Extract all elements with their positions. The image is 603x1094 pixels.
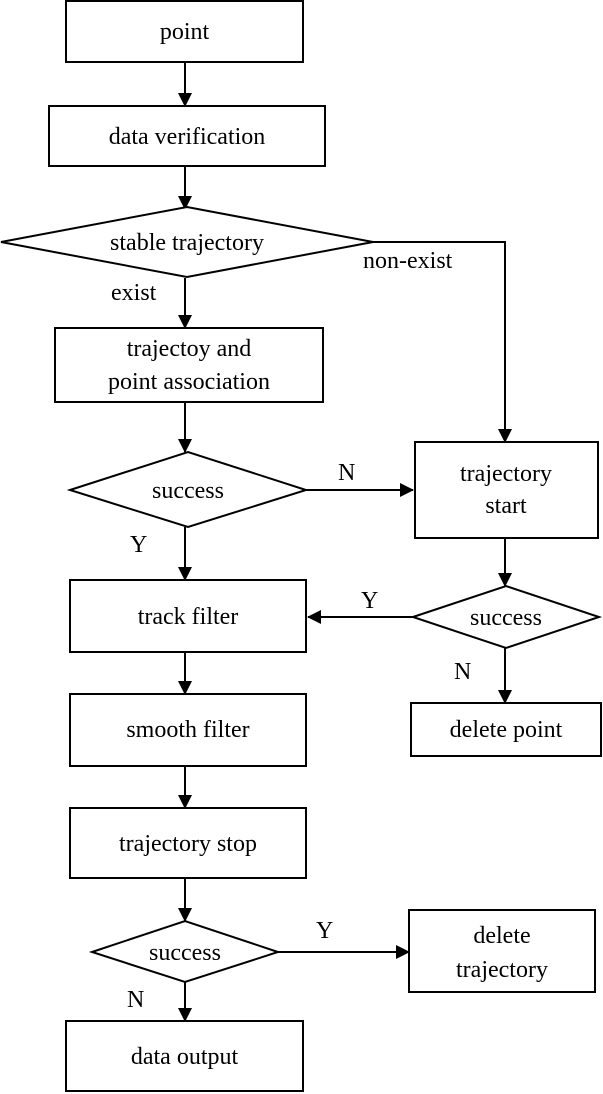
- node-success-start: success: [409, 584, 603, 650]
- node-association-label-line2: point association: [108, 369, 270, 395]
- node-point: point: [65, 0, 304, 63]
- node-success-association-label: success: [152, 478, 224, 504]
- node-data-verification-label: data verification: [109, 124, 266, 150]
- node-trajectory-start-label-line1: trajectory: [460, 461, 552, 487]
- edge-label-non-exist: non-exist: [363, 248, 453, 274]
- edge-label-assoc-yes: Y: [130, 532, 147, 558]
- edge-label-start-yes: Y: [361, 588, 378, 614]
- node-success-start-label: success: [470, 605, 542, 631]
- node-trajectory-start: trajectory start: [414, 441, 599, 539]
- node-smooth-filter: smooth filter: [69, 693, 307, 767]
- node-point-label: point: [160, 19, 210, 45]
- node-delete-point-label: delete point: [450, 717, 563, 743]
- node-delete-trajectory-label-line2: trajectory: [456, 957, 548, 983]
- edge-label-start-no: N: [454, 659, 471, 685]
- node-trajectory-start-label-line2: start: [485, 493, 527, 519]
- node-delete-trajectory: delete trajectory: [408, 909, 596, 993]
- node-data-output-label: data output: [131, 1044, 239, 1070]
- node-success-stop-label: success: [149, 940, 221, 966]
- node-trajectory-stop-label: trajectory stop: [119, 831, 257, 857]
- node-delete-trajectory-label-line1: delete: [473, 923, 530, 949]
- node-association-label-line1: trajectoy and: [127, 336, 252, 362]
- edge-label-assoc-no: N: [338, 460, 355, 486]
- node-track-filter: track filter: [69, 579, 307, 653]
- node-data-output: data output: [65, 1020, 304, 1092]
- node-data-verification: data verification: [48, 105, 326, 167]
- node-track-filter-label: track filter: [138, 604, 239, 630]
- edge-label-stop-yes: Y: [316, 918, 333, 944]
- node-delete-point: delete point: [410, 702, 602, 757]
- edge-label-stop-no: N: [127, 987, 144, 1013]
- edge-stable-to-start: [373, 241, 512, 443]
- node-smooth-filter-label: smooth filter: [126, 717, 249, 743]
- node-trajectory-stop: trajectory stop: [69, 807, 307, 879]
- edge-label-exist: exist: [111, 280, 157, 306]
- node-stable-trajectory: stable trajectory: [0, 205, 374, 279]
- node-trajectory-association: trajectoy and point association: [54, 327, 324, 403]
- node-success-association: success: [66, 450, 310, 529]
- node-stable-trajectory-label: stable trajectory: [110, 230, 264, 256]
- node-success-stop: success: [88, 919, 282, 984]
